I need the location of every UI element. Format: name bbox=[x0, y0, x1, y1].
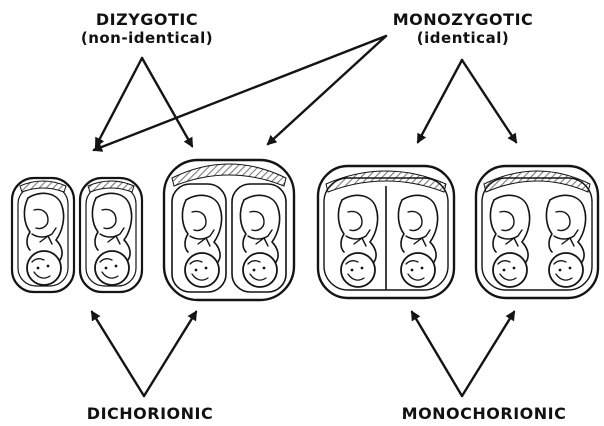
sac-left-outer bbox=[12, 178, 74, 292]
twins-fused-placenta bbox=[164, 160, 294, 300]
arrow-monochorionic-left bbox=[412, 312, 462, 396]
twins-separate-placentas bbox=[12, 178, 142, 292]
arrow-dichorionic-right bbox=[144, 312, 196, 396]
arrow-monozygotic-far-left bbox=[94, 36, 386, 150]
arrow-dichorionic-left bbox=[92, 312, 144, 396]
dizygotic-arrows bbox=[96, 58, 192, 146]
arrow-monochorionic-right bbox=[462, 312, 514, 396]
arrow-monozygotic-right bbox=[462, 60, 516, 142]
monochorionic-arrows bbox=[412, 312, 514, 396]
arrow-monozygotic-mid bbox=[418, 60, 462, 142]
arrow-dizygotic-right bbox=[142, 58, 192, 146]
dichorionic-arrows bbox=[92, 312, 196, 396]
twins-monochorionic-monoamniotic bbox=[476, 166, 598, 298]
sac-right-outer bbox=[80, 178, 142, 292]
arrow-monozygotic-left bbox=[268, 36, 386, 144]
twins-monochorionic-diamniotic bbox=[318, 166, 454, 298]
monozygotic-arrows bbox=[94, 36, 516, 150]
